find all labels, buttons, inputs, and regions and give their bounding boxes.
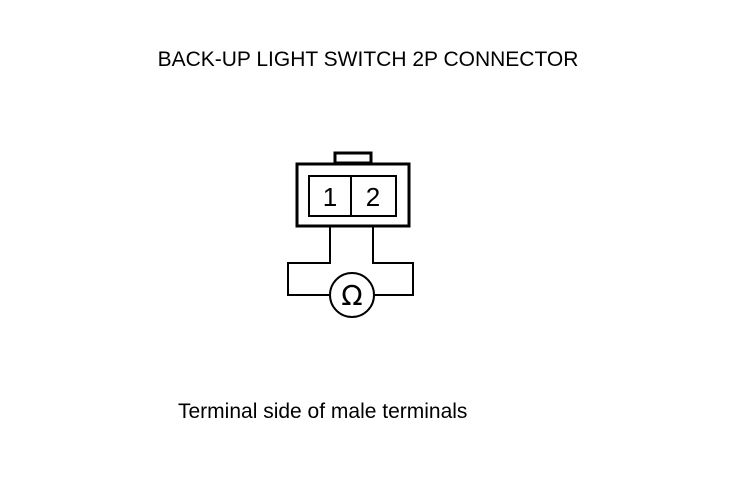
ohmmeter-circle [329, 272, 375, 318]
test-lead-pin-2 [372, 226, 414, 296]
test-lead-pin-1 [287, 226, 331, 296]
diagram-caption: Terminal side of male terminals [178, 400, 468, 423]
connector-lock-tab [333, 151, 373, 165]
diagram-title: BACK-UP LIGHT SWITCH 2P CONNECTOR [157, 48, 579, 71]
terminal-cavity-2 [350, 175, 397, 217]
pin-label-1: 1 [323, 182, 337, 212]
ohm-icon: Ω [341, 279, 362, 312]
pin-label-2: 2 [366, 182, 380, 212]
